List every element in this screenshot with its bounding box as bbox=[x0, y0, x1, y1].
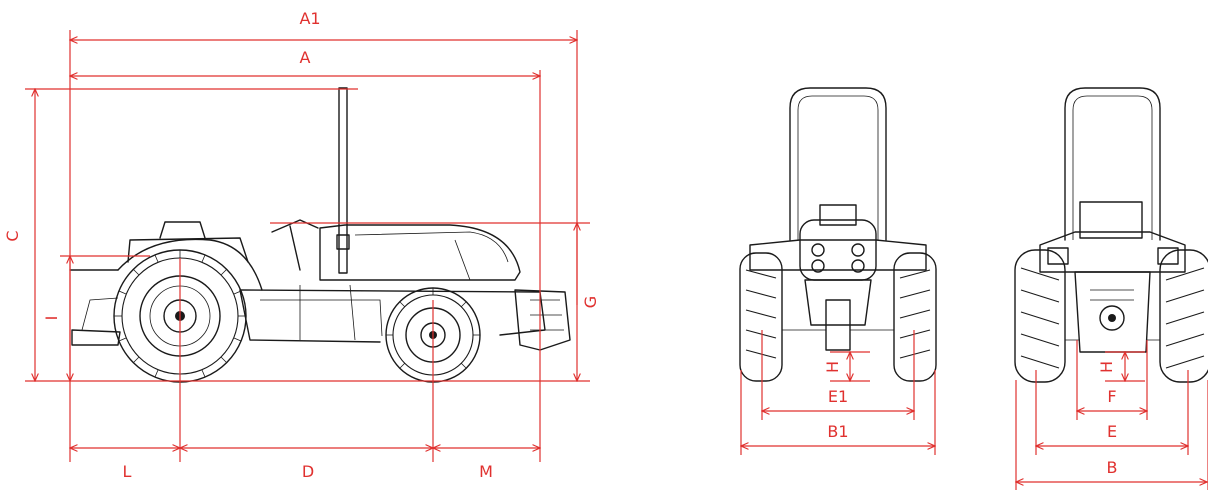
label-a1: A1 bbox=[299, 9, 320, 28]
front-wheel bbox=[385, 287, 481, 383]
label-a: A bbox=[300, 48, 311, 67]
label-h-front: H bbox=[823, 361, 842, 373]
rear-view-extension-lines bbox=[1015, 340, 1208, 490]
label-m: M bbox=[479, 462, 493, 481]
label-b1: B1 bbox=[827, 422, 848, 441]
front-view: H E1 B1 bbox=[739, 87, 937, 455]
side-view-dimension-lines bbox=[35, 40, 577, 448]
front-view-extension-lines bbox=[740, 330, 936, 455]
rear-view: H F E B bbox=[1014, 87, 1208, 490]
label-g: G bbox=[581, 296, 600, 308]
label-i: I bbox=[42, 316, 61, 321]
side-view-tractor bbox=[69, 87, 571, 383]
front-view-tractor bbox=[739, 87, 937, 382]
label-h-rear: H bbox=[1097, 361, 1116, 373]
label-f: F bbox=[1107, 387, 1116, 406]
label-b: B bbox=[1107, 458, 1118, 477]
front-view-dimension-lines bbox=[741, 352, 935, 446]
label-e: E bbox=[1107, 422, 1117, 441]
side-view-extension-lines bbox=[25, 30, 590, 462]
label-e1: E1 bbox=[828, 387, 848, 406]
rear-view-dimension-lines bbox=[1016, 352, 1207, 482]
rear-view-tractor bbox=[1014, 87, 1208, 383]
label-c: C bbox=[3, 230, 22, 241]
label-l: L bbox=[123, 462, 132, 481]
side-view: A1 A C I G L D M bbox=[3, 9, 600, 481]
label-d: D bbox=[302, 462, 314, 481]
